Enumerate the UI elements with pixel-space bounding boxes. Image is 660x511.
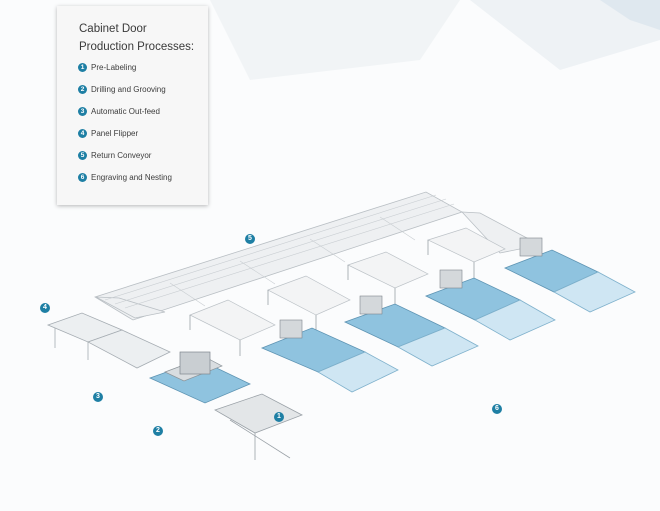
legend-item-engraving-nesting: 6 Engraving and Nesting bbox=[78, 173, 172, 182]
legend-item-drilling-grooving: 2 Drilling and Grooving bbox=[78, 85, 166, 94]
drilling-machine-1 bbox=[148, 351, 251, 404]
nesting-machine-3 bbox=[424, 269, 556, 341]
legend-item-label: Automatic Out-feed bbox=[91, 107, 160, 116]
legend-panel: Cabinet Door Production Processes: 1 Pre-… bbox=[57, 6, 208, 205]
legend-item-label: Engraving and Nesting bbox=[91, 173, 172, 182]
legend-number-badge: 2 bbox=[78, 85, 87, 94]
nesting-machine-4 bbox=[503, 237, 636, 313]
nesting-machine-2 bbox=[343, 295, 479, 367]
legend-number-badge: 5 bbox=[78, 151, 87, 160]
callout-drilling-grooving: 2 bbox=[153, 426, 163, 436]
legend-item-return-conveyor: 5 Return Conveyor bbox=[78, 151, 151, 160]
callout-panel-flipper: 4 bbox=[40, 303, 50, 313]
panel-flipper-station bbox=[46, 312, 171, 369]
legend-title-line2: Production Processes: bbox=[79, 41, 195, 53]
conveyor-rollers bbox=[104, 194, 455, 309]
legend-item-label: Return Conveyor bbox=[91, 151, 152, 160]
legend-title: Cabinet Door Production Processes: bbox=[79, 20, 194, 56]
callout-engraving-nesting: 6 bbox=[492, 404, 502, 414]
legend-item-label: Panel Flipper bbox=[91, 129, 139, 138]
legend-number-badge: 1 bbox=[78, 63, 87, 72]
conveyor-legs bbox=[189, 240, 475, 356]
legend-item-pre-labeling: 1 Pre-Labeling bbox=[78, 63, 136, 72]
callout-automatic-out-feed: 3 bbox=[93, 392, 103, 402]
legend-item-label: Drilling and Grooving bbox=[91, 85, 166, 94]
legend-number-badge: 3 bbox=[78, 107, 87, 116]
callout-pre-labeling: 1 bbox=[274, 412, 284, 422]
conveyor-segments bbox=[189, 227, 506, 341]
legend-item-panel-flipper: 4 Panel Flipper bbox=[78, 129, 138, 138]
legend-item-automatic-out-feed: 3 Automatic Out-feed bbox=[78, 107, 160, 116]
nesting-machine-1 bbox=[260, 319, 399, 393]
legend-number-badge: 6 bbox=[78, 173, 87, 182]
legend-title-line1: Cabinet Door bbox=[79, 23, 147, 35]
legend-number-badge: 4 bbox=[78, 129, 87, 138]
legend-item-label: Pre-Labeling bbox=[91, 63, 137, 72]
prelabel-table bbox=[214, 393, 303, 460]
callout-return-conveyor: 5 bbox=[245, 234, 255, 244]
